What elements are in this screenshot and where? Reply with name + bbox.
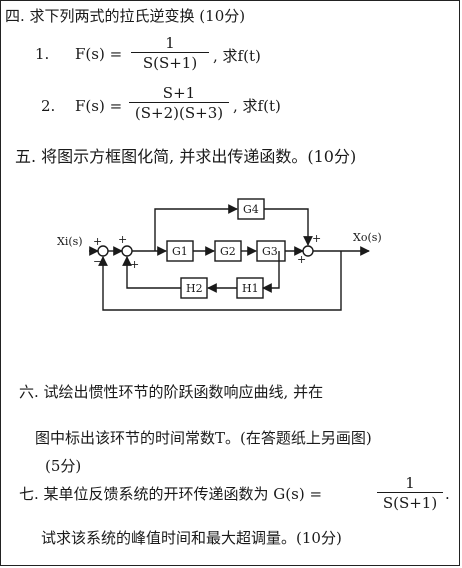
block-h2-label: H2 [186, 282, 203, 295]
input-label: Xi(s) [57, 235, 83, 248]
q4-item2-numerator: S+1 [162, 84, 196, 102]
q7-end: . [445, 485, 450, 503]
sum3-plus-sign-left: + [297, 253, 306, 266]
fraction-bar [131, 52, 209, 53]
q4-item2-tail: , 求f(t) [233, 97, 281, 115]
q4-item1-denominator: S(S+1) [142, 54, 198, 72]
q4-item2-lhs: F(s) = [75, 97, 123, 115]
block-g2-label: G2 [220, 245, 236, 258]
q7-numerator: 1 [405, 474, 415, 492]
output-label: Xo(s) [353, 231, 382, 244]
q6-line2: 图中标出该环节的时间常数T。(在答题纸上另画图) [35, 429, 372, 447]
block-g4-label: G4 [243, 203, 259, 216]
q4-item2-fraction: S+1 (S+2)(S+3) [129, 85, 229, 121]
sum1-minus-sign: − [93, 255, 102, 268]
q7-line1: 七. 某单位反馈系统的开环传递函数为 G(s) = [19, 485, 323, 503]
q4-item1-fraction: 1 S(S+1) [131, 35, 209, 71]
q7-denominator: S(S+1) [382, 494, 438, 512]
q4-heading: 四. 求下列两式的拉氏逆变换 (10分) [5, 7, 246, 25]
q4-item2-number: 2. [41, 97, 56, 115]
sum2-plus-sign: + [118, 233, 127, 246]
q4-item1-lhs: F(s) = [75, 45, 123, 63]
sum1-plus-sign: + [93, 235, 102, 248]
q6-line1: 六. 试绘出惯性环节的阶跃函数响应曲线, 并在 [19, 383, 324, 401]
fraction-bar [377, 492, 443, 493]
block-diagram: Xi(s) Xo(s) G4 G1 G2 G3 H2 H1 + − + + + … [57, 198, 382, 311]
block-h1-label: H1 [242, 282, 259, 295]
q4-item1-number: 1. [35, 45, 50, 63]
block-g3-label: G3 [262, 245, 278, 258]
fraction-bar [129, 102, 229, 103]
q4-item2-denominator: (S+2)(S+3) [134, 104, 224, 122]
q6-line3: (5分) [45, 457, 82, 475]
q4-item1-tail: , 求f(t) [213, 47, 261, 65]
block-g1-label: G1 [172, 245, 188, 258]
q7-line2: 试求该系统的峰值时间和最大超调量。(10分) [41, 529, 342, 547]
q7-fraction: 1 S(S+1) [377, 475, 443, 511]
sum2-plus-sign-lower: + [130, 258, 139, 271]
q5-heading: 五. 将图示方框图化简, 并求出传递函数。(10分) [15, 147, 357, 166]
summing-junction-2 [121, 245, 133, 257]
sum3-plus-sign: + [312, 232, 321, 245]
q4-item1-numerator: 1 [165, 34, 175, 52]
